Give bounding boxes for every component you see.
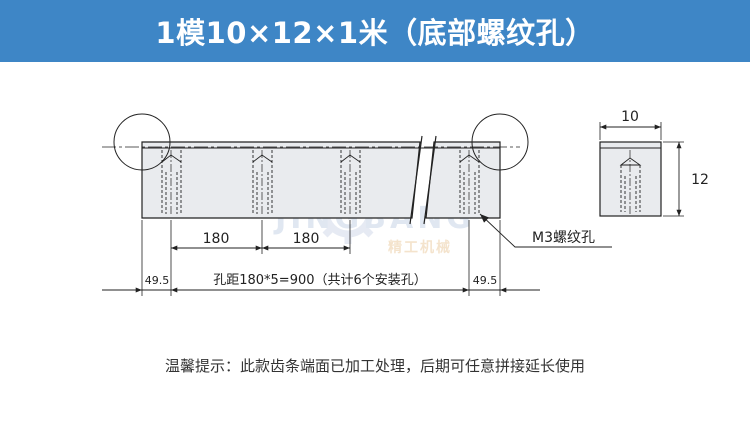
technical-drawing: JINGBANG 精工机械 [102,109,709,296]
dim-hole-pitch-2: 180 [293,231,320,247]
detail-circle-left [113,113,171,171]
dim-hole-pitch-1: 180 [203,231,230,247]
watermark-sub: 精工机械 [388,239,452,256]
thread-hole-label: M3螺纹孔 [532,230,595,246]
dim-end-right: 49.5 [473,274,498,287]
dim-side-height: 12 [691,172,709,188]
side-view [599,122,684,217]
hole-4 [459,150,480,214]
rack-body-right [425,141,501,219]
detail-circle-right [471,113,529,171]
rack-body [141,141,421,219]
hole-3 [340,150,361,214]
dim-side-width: 10 [621,109,639,125]
title-banner: 1模10×12×1米（底部螺纹孔） [0,0,750,62]
dim-total-note: 孔距180*5=900（共计6个安装孔） [213,273,427,288]
page-title: 1模10×12×1米（底部螺纹孔） [155,16,595,50]
tip-note: 温馨提示：此款齿条端面已加工处理，后期可任意拼接延长使用 [164,357,585,375]
front-view [102,113,612,296]
dim-end-left: 49.5 [145,274,170,287]
